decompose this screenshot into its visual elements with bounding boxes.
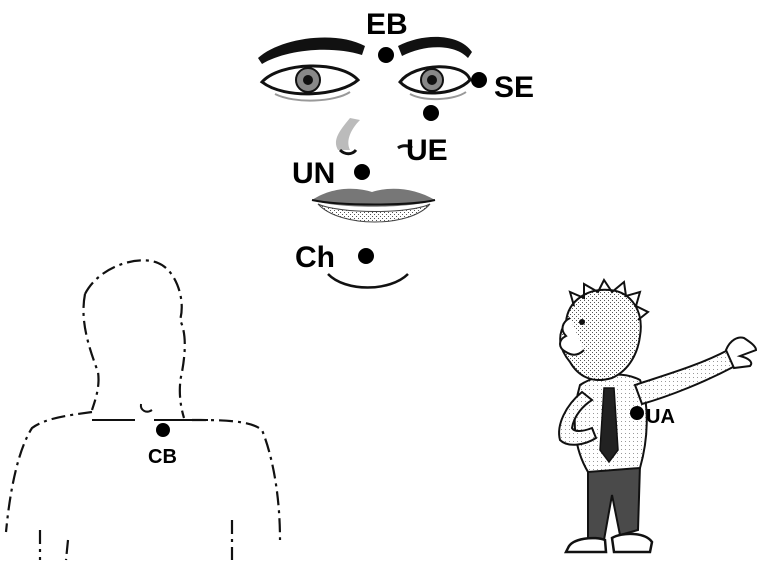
- man-pointing-arm: [635, 350, 735, 404]
- eb-electrode-dot: [378, 47, 394, 63]
- ch-label: Ch: [295, 241, 335, 274]
- un-label: UN: [292, 157, 335, 190]
- se-electrode-dot: [471, 72, 487, 88]
- nose: [336, 118, 412, 154]
- right-eye: [400, 67, 470, 99]
- ue-label: UE: [406, 134, 448, 167]
- man-tie: [600, 388, 618, 462]
- chin-line: [328, 274, 408, 288]
- ua-electrode-dot: [630, 406, 644, 420]
- neck-notch: [141, 404, 152, 412]
- cb-label: CB: [148, 446, 177, 468]
- left-eyebrow: [258, 37, 365, 64]
- eb-label: EB: [366, 8, 408, 41]
- man-pants: [588, 465, 640, 540]
- ua-label: UA: [646, 406, 675, 428]
- man-right-shoe: [612, 534, 652, 552]
- cb-electrode-dot: [156, 423, 170, 437]
- ch-electrode-dot: [358, 248, 374, 264]
- man-eye: [579, 319, 585, 325]
- ue-electrode-dot: [423, 105, 439, 121]
- un-electrode-dot: [354, 164, 370, 180]
- left-eye: [262, 66, 358, 101]
- right-eyebrow: [398, 37, 472, 58]
- se-label: SE: [494, 71, 534, 104]
- mouth: [312, 189, 435, 222]
- man-left-shoe: [566, 538, 606, 552]
